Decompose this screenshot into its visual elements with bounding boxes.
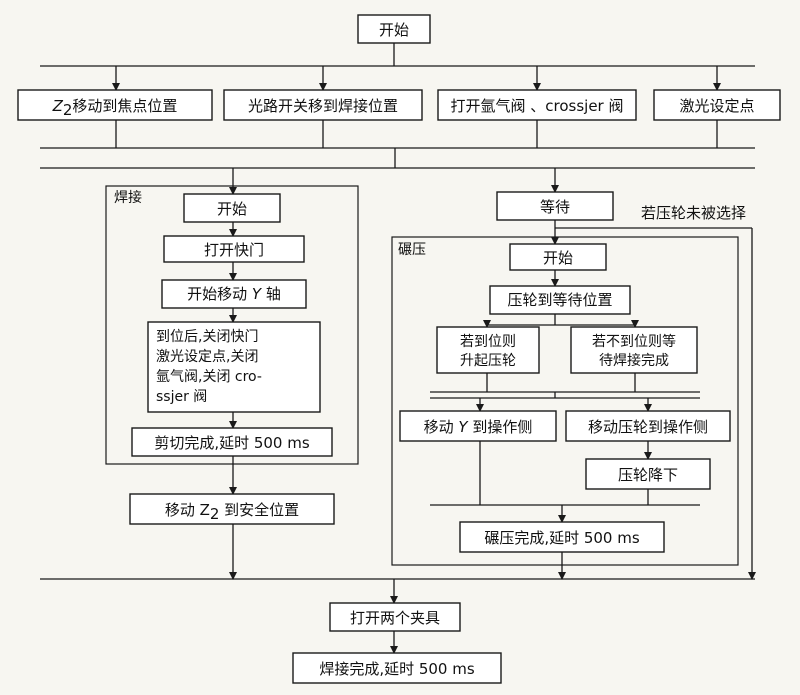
node-open-argon-text: 打开氩气阀 、crossjer 阀 xyxy=(451,97,624,115)
node-open-clamps-text: 打开两个夹具 xyxy=(350,609,440,627)
node-close-all-line3: 氩气阀,关闭 cro- xyxy=(156,369,262,385)
node-roller-down xyxy=(585,458,711,490)
node-roller-wait-pos-text: 压轮到等待位置 xyxy=(507,291,612,309)
node-close-all xyxy=(147,321,321,413)
node-roll-start-text: 开始 xyxy=(543,249,573,267)
node-weld-done xyxy=(292,652,502,684)
node-if-not-in-pos-line2: 待焊接完成 xyxy=(599,352,669,369)
node-weld-start xyxy=(183,193,281,223)
node-start-text: 开始 xyxy=(379,21,409,39)
node-roller-down-text: 压轮降下 xyxy=(618,466,678,484)
node-roll-start xyxy=(509,243,607,271)
group-weld-label: 焊接 xyxy=(114,189,142,206)
node-if-in-pos xyxy=(436,326,540,374)
node-if-not-in-pos xyxy=(570,326,698,374)
node-open-clamps xyxy=(329,602,461,632)
group-roll-label: 碾压 xyxy=(398,242,426,258)
node-move-y-op-text: 移动 Y 到操作侧 xyxy=(424,418,533,436)
node-close-all-line4: ssjer 阀 xyxy=(156,389,207,405)
node-open-shutter xyxy=(163,235,305,263)
node-move-roller-op xyxy=(565,410,731,442)
node-move-y-text: 开始移动 Y 轴 xyxy=(187,285,281,303)
node-move-y xyxy=(161,279,307,309)
node-if-not-in-pos-line1: 若不到位则等 xyxy=(592,333,676,350)
node-laser-set-text: 激光设定点 xyxy=(679,97,754,115)
node-if-in-pos-line2: 升起压轮 xyxy=(460,353,516,369)
node-light-path xyxy=(223,89,423,121)
node-laser-set xyxy=(653,89,781,121)
node-cut-done-text: 剪切完成,延时 500 ms xyxy=(154,434,310,452)
group-weld xyxy=(105,185,359,465)
node-move-y-op xyxy=(399,410,557,442)
node-roll-done-text: 碾压完成,延时 500 ms xyxy=(484,529,640,547)
node-z2-focus xyxy=(17,89,213,121)
node-roller-wait-pos xyxy=(489,285,631,315)
node-open-argon xyxy=(437,89,637,121)
group-roll xyxy=(391,236,739,566)
node-weld-done-text: 焊接完成,延时 500 ms xyxy=(319,660,475,678)
node-move-z2-safe-text: 移动 Z2 到安全位置 xyxy=(165,501,299,523)
node-move-roller-op-text: 移动压轮到操作侧 xyxy=(588,418,708,436)
node-if-in-pos-line1: 若到位则 xyxy=(460,334,516,350)
node-close-all-line2: 激光设定点,关闭 xyxy=(156,348,258,365)
node-light-path-text: 光路开关移到焊接位置 xyxy=(248,97,398,115)
no-roller-label: 若压轮未被选择 xyxy=(641,204,746,222)
node-start xyxy=(357,14,431,44)
node-wait xyxy=(496,191,614,221)
node-move-z2-safe xyxy=(129,493,335,525)
node-cut-done xyxy=(131,427,333,457)
node-z2-focus-text: Z2移动到焦点位置 xyxy=(52,97,178,119)
node-open-shutter-text: 打开快门 xyxy=(204,241,264,259)
node-close-all-line1: 到位后,关闭快门 xyxy=(156,329,258,345)
node-weld-start-text: 开始 xyxy=(217,200,247,218)
node-wait-text: 等待 xyxy=(540,198,570,216)
